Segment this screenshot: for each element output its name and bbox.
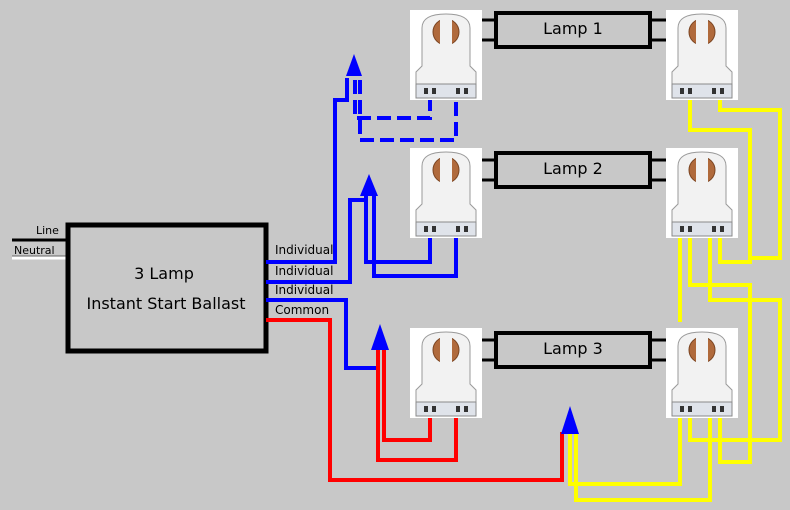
red-common-wires: [266, 318, 564, 482]
wire-label-individual-3: Individual: [275, 283, 333, 297]
socket-lamp3-left: [409, 327, 483, 419]
wire-label-individual-2: Individual: [275, 264, 333, 278]
lamp-tube-2: [482, 151, 666, 189]
socket-lamp3-right: [665, 327, 739, 419]
lamp-tube-3: [482, 331, 666, 369]
wire-label-individual-1: Individual: [275, 243, 333, 257]
common-connector-arrow: [561, 406, 579, 434]
socket-lamp1-left: [409, 9, 483, 101]
lamp3-connector-arrow: [371, 324, 389, 350]
socket-lamp2-left: [409, 147, 483, 239]
socket-lamp2-right: [665, 147, 739, 239]
lamp1-connector-arrow: [346, 54, 362, 76]
lamp-label-2: Lamp 2: [543, 159, 603, 178]
supply-wires: [12, 238, 68, 260]
line-label: Line: [36, 224, 59, 237]
lamp2-connector-arrow: [360, 174, 378, 196]
lamp-label-3: Lamp 3: [543, 339, 603, 358]
lamp2-wires: [266, 196, 458, 284]
socket-lamp1-right: [665, 9, 739, 101]
yellow-jumper-wires: [568, 100, 782, 502]
lamp-label-1: Lamp 1: [543, 19, 603, 38]
ballast-title: 3 Lamp: [134, 264, 194, 283]
lamp-tube-1: [482, 11, 666, 49]
lamp1-wires: [266, 78, 458, 264]
ballast-subtitle: Instant Start Ballast: [86, 294, 245, 313]
wire-label-common: Common: [275, 303, 329, 317]
ballast-box: [65, 222, 269, 354]
neutral-label: Neutral: [14, 244, 55, 257]
